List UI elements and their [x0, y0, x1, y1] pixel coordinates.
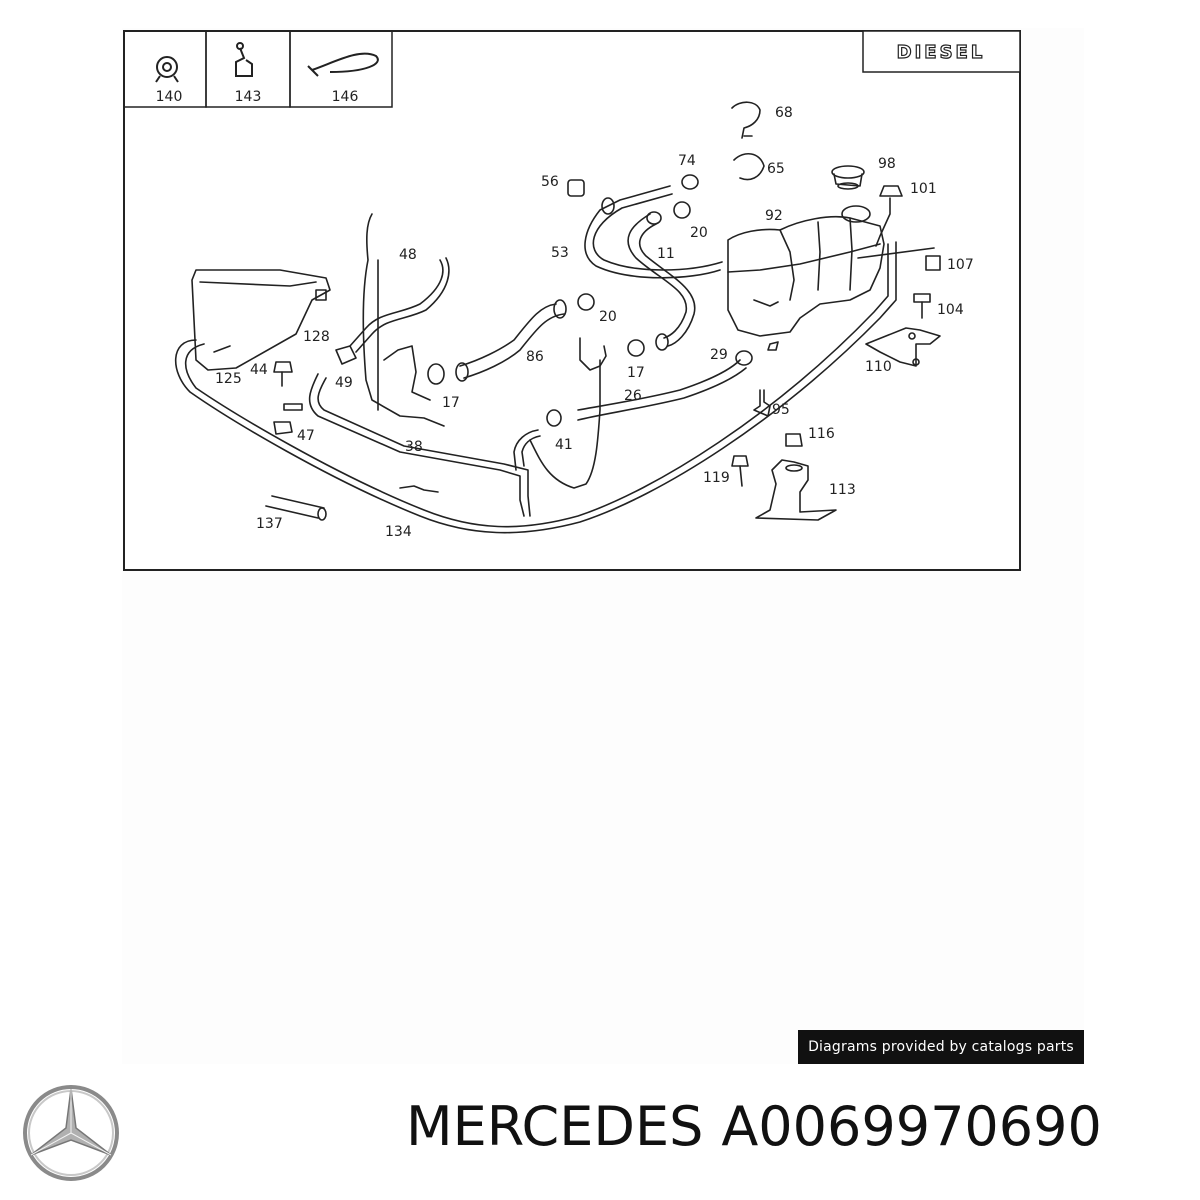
callout-label: 47 [297, 428, 315, 444]
callout-label: 20 [599, 309, 617, 325]
callout-label: 92 [765, 208, 783, 224]
callout-label: 20 [690, 225, 708, 241]
callout-label: 110 [865, 359, 892, 375]
callout-label: 137 [256, 516, 283, 532]
callout-label: 17 [442, 395, 460, 411]
callout-label: 44 [250, 362, 268, 378]
variant-badge: DIESEL [897, 42, 986, 63]
callout-label: 116 [808, 426, 835, 442]
callout-label: 113 [829, 482, 856, 498]
callout-label: 56 [541, 174, 559, 190]
diagram-frame [123, 30, 1021, 571]
legend-number: 143 [235, 89, 262, 105]
callout-label: 98 [878, 156, 896, 172]
callout-label: 119 [703, 470, 730, 486]
callout-label: 38 [405, 439, 423, 455]
callout-label: 41 [555, 437, 573, 453]
mercedes-star-icon [23, 1085, 119, 1181]
callout-label: 29 [710, 347, 728, 363]
callout-label: 101 [910, 181, 937, 197]
legend [123, 30, 393, 108]
callout-label: 74 [678, 153, 696, 169]
callout-label: 86 [526, 349, 544, 365]
callout-label: 134 [385, 524, 412, 540]
callout-label: 11 [657, 246, 675, 262]
legend-icon-clip [155, 56, 179, 83]
part-number: A0069970690 [721, 1095, 1102, 1158]
variant-badge-frame [862, 30, 1021, 73]
callout-label: 68 [775, 105, 793, 121]
credit-text: Diagrams provided by catalogs parts [808, 1039, 1074, 1055]
legend-number: 140 [156, 89, 183, 105]
parts-diagram: 140 143 146 DIESEL [123, 30, 1021, 571]
credit-badge: Diagrams provided by catalogs parts [798, 1030, 1084, 1064]
callout-label: 17 [627, 365, 645, 381]
callout-label: 107 [947, 257, 974, 273]
callout-label: 49 [335, 375, 353, 391]
callout-label: 128 [303, 329, 330, 345]
cooling-system-line-art [174, 101, 941, 534]
callout-label: 95 [772, 402, 790, 418]
callout-label: 104 [937, 302, 964, 318]
callout-label: 65 [767, 161, 785, 177]
brand-name: MERCEDES [406, 1095, 704, 1158]
legend-icon-bracket-clip [235, 42, 253, 77]
callout-labels: 68 74 65 98 56 101 92 20 53 11 107 48 10… [215, 105, 974, 540]
callout-label: 125 [215, 371, 242, 387]
legend-icon-cable-tie [307, 52, 379, 77]
legend-number: 146 [332, 89, 359, 105]
callout-label: 48 [399, 247, 417, 263]
callout-label: 53 [551, 245, 569, 261]
callout-label: 26 [624, 388, 642, 404]
